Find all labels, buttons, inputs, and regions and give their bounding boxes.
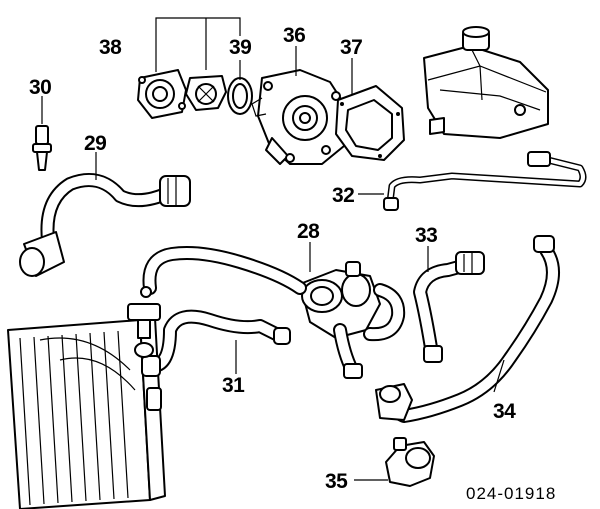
heater-hose-icon (413, 251, 485, 363)
callout-30: 30 (29, 76, 51, 99)
lower-hose-icon (375, 235, 560, 423)
callout-28: 28 (297, 220, 320, 243)
callout-31: 31 (222, 374, 245, 397)
callout-32: 32 (332, 184, 354, 207)
callout-36: 36 (283, 24, 305, 47)
leader-lines (41, 17, 505, 481)
callout-39: 39 (229, 36, 251, 59)
callout-34: 34 (493, 400, 516, 423)
expansion-tank-icon (423, 26, 549, 139)
callout-29: 29 (84, 132, 106, 155)
o-ring-icon (227, 77, 253, 115)
water-pump-icon (251, 69, 349, 165)
bleeder-line-icon (383, 151, 587, 211)
bypass-hose-icon (141, 309, 291, 377)
callout-38: 38 (99, 36, 122, 59)
thermostat-icon (185, 75, 227, 111)
auxiliary-pump-icon (385, 437, 435, 487)
radiator-icon (7, 317, 166, 509)
hose-clamp-icon (127, 286, 161, 358)
pump-gasket-icon (335, 85, 405, 161)
thermostat-housing-icon (299, 261, 381, 339)
callout-37: 37 (340, 36, 362, 59)
callout-35: 35 (325, 470, 348, 493)
radiator-upper-hose-icon (19, 173, 191, 277)
temperature-sensor-icon (32, 125, 52, 171)
callout-33: 33 (415, 224, 437, 247)
radiator-lower-hose-icon (142, 246, 406, 379)
thermostat-kit-icon (137, 69, 187, 119)
reference-number: 024-01918 (466, 484, 556, 503)
